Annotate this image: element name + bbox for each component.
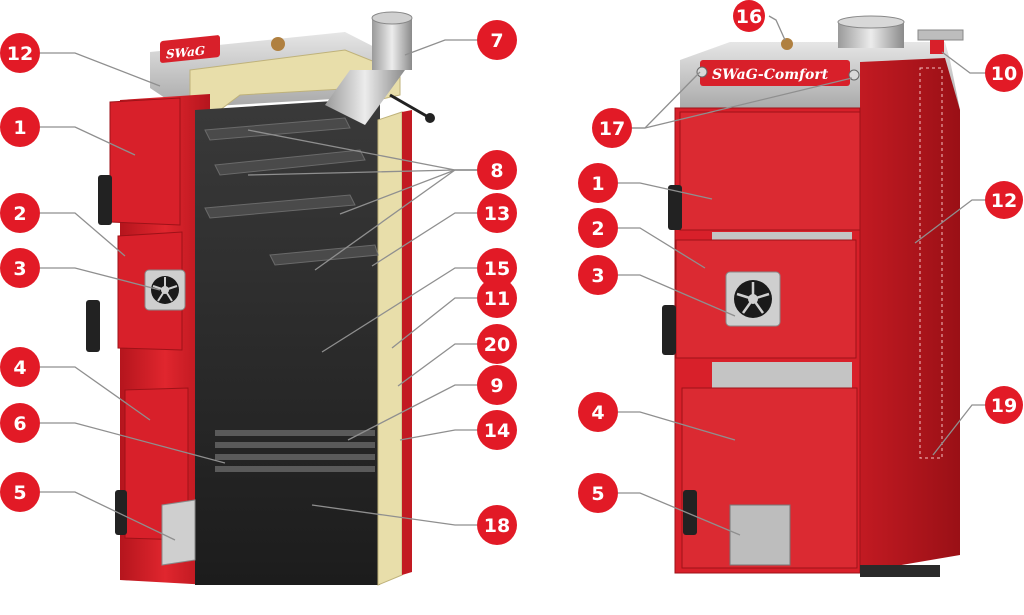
callout-3-right: 3 bbox=[578, 255, 618, 295]
left-door-upper bbox=[109, 97, 181, 226]
callout-11: 11 bbox=[477, 278, 517, 318]
callout-10: 10 bbox=[985, 54, 1023, 92]
callout-2-right: 2 bbox=[578, 208, 618, 248]
callout-13: 13 bbox=[477, 193, 517, 233]
exchanger-plate-1 bbox=[204, 117, 351, 141]
exchanger-plate-2 bbox=[214, 149, 366, 176]
callout-3-left: 3 bbox=[0, 248, 40, 288]
left-ash-plate bbox=[161, 499, 196, 566]
callout-15: 15 bbox=[477, 248, 517, 288]
grate-bar-4 bbox=[215, 466, 375, 472]
right-flue-top bbox=[837, 15, 905, 29]
svg-text:5: 5 bbox=[13, 482, 26, 504]
svg-text:18: 18 bbox=[484, 515, 510, 537]
exchanger-plate-3 bbox=[204, 194, 356, 219]
right-side-dotted-guide bbox=[919, 67, 943, 459]
svg-text:14: 14 bbox=[484, 420, 510, 442]
svg-text:12: 12 bbox=[991, 190, 1017, 212]
left-top-knob bbox=[271, 37, 285, 51]
left-fan-icon bbox=[144, 269, 186, 311]
callout-5-left: 5 bbox=[0, 472, 40, 512]
grate-bar-3 bbox=[215, 454, 375, 460]
right-fan-icon bbox=[725, 271, 781, 327]
svg-text:6: 6 bbox=[13, 413, 26, 435]
grate-bar-1 bbox=[215, 430, 375, 436]
exchanger-plate-4 bbox=[269, 244, 379, 266]
left-door-upper-handle bbox=[98, 175, 112, 225]
right-boiler-exterior: SWaG-Comfort bbox=[662, 15, 964, 577]
svg-text:9: 9 bbox=[490, 375, 503, 397]
right-brand-text: SWaG-Comfort bbox=[712, 67, 829, 83]
right-door-upper bbox=[679, 111, 861, 231]
left-boiler-cutaway: SWaG bbox=[86, 11, 435, 586]
svg-text:1: 1 bbox=[591, 173, 604, 195]
right-gap-upper bbox=[712, 232, 852, 242]
left-flue-top bbox=[371, 11, 413, 25]
svg-text:2: 2 bbox=[13, 203, 26, 225]
callout-19: 19 bbox=[985, 386, 1023, 424]
svg-text:7: 7 bbox=[490, 30, 503, 52]
svg-text:3: 3 bbox=[13, 258, 26, 280]
svg-text:2: 2 bbox=[591, 218, 604, 240]
right-sensor-bracket bbox=[917, 29, 964, 41]
svg-text:20: 20 bbox=[484, 334, 510, 356]
callout-16: 16 bbox=[733, 0, 765, 32]
right-door-upper-handle bbox=[668, 185, 682, 230]
svg-text:4: 4 bbox=[13, 357, 26, 379]
svg-text:19: 19 bbox=[991, 395, 1017, 417]
callout-6: 6 bbox=[0, 403, 40, 443]
svg-text:12: 12 bbox=[7, 43, 33, 65]
left-door-middle-handle bbox=[86, 300, 100, 352]
callout-17: 17 bbox=[592, 108, 632, 148]
callout-8: 8 bbox=[477, 150, 517, 190]
grate-bar-2 bbox=[215, 442, 375, 448]
left-interior bbox=[195, 98, 380, 585]
right-brand-plate bbox=[700, 60, 850, 86]
svg-text:3: 3 bbox=[591, 265, 604, 287]
svg-text:1: 1 bbox=[13, 117, 26, 139]
callout-4-right: 4 bbox=[578, 392, 618, 432]
callout-20: 20 bbox=[477, 324, 517, 364]
leader-lines bbox=[40, 15, 1000, 541]
callout-1-right: 1 bbox=[578, 163, 618, 203]
svg-text:10: 10 bbox=[991, 63, 1017, 85]
callout-12-left: 12 bbox=[0, 33, 40, 73]
right-side-panel bbox=[860, 58, 960, 572]
svg-text:17: 17 bbox=[599, 118, 625, 140]
right-gap-lower bbox=[712, 362, 852, 388]
callout-1-left: 1 bbox=[0, 107, 40, 147]
left-right-outer-wall bbox=[402, 110, 412, 575]
svg-text:13: 13 bbox=[484, 203, 510, 225]
svg-text:4: 4 bbox=[591, 402, 604, 424]
left-brand-text: SWaG bbox=[166, 43, 205, 61]
right-top-knob bbox=[781, 38, 793, 50]
callout-9: 9 bbox=[477, 365, 517, 405]
svg-text:5: 5 bbox=[591, 483, 604, 505]
callout-18: 18 bbox=[477, 505, 517, 545]
callouts: 12 1 2 3 4 6 5 7 8 13 15 11 20 9 14 18 1… bbox=[0, 0, 1023, 545]
callout-7: 7 bbox=[477, 20, 517, 60]
callout-4-left: 4 bbox=[0, 347, 40, 387]
left-brand-plate bbox=[160, 35, 220, 63]
left-right-insulation bbox=[377, 111, 403, 586]
callout-14: 14 bbox=[477, 410, 517, 450]
svg-text:11: 11 bbox=[484, 288, 510, 310]
left-flue-elbow bbox=[325, 70, 405, 125]
right-door-lower-handle bbox=[683, 490, 697, 535]
svg-text:16: 16 bbox=[736, 6, 762, 28]
right-door-middle-handle bbox=[662, 305, 676, 355]
svg-text:8: 8 bbox=[490, 160, 503, 182]
left-flue-pipe bbox=[372, 18, 412, 70]
callout-12-right: 12 bbox=[985, 181, 1023, 219]
right-base bbox=[860, 565, 940, 577]
right-ash-plate bbox=[729, 504, 791, 566]
svg-text:15: 15 bbox=[484, 258, 510, 280]
callout-5-right: 5 bbox=[578, 473, 618, 513]
callout-2-left: 2 bbox=[0, 193, 40, 233]
left-door-lower-handle bbox=[115, 490, 127, 535]
